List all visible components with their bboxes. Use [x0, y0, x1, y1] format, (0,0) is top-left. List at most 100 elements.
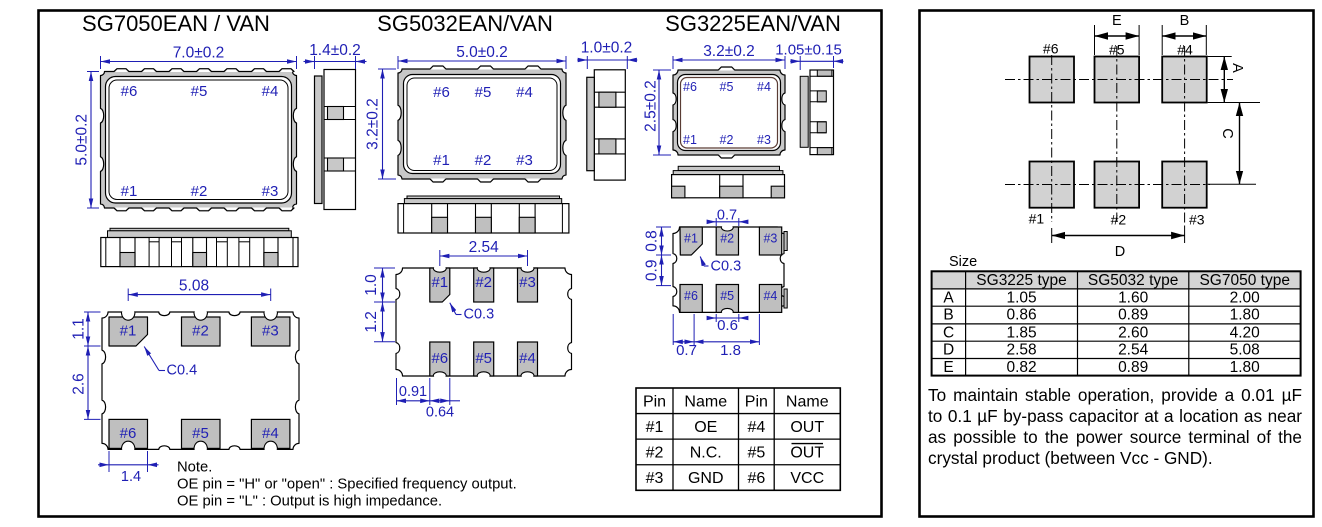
svg-text:#1: #1 — [683, 133, 697, 147]
svg-text:C: C — [1219, 128, 1235, 138]
svg-text:A: A — [1229, 63, 1245, 73]
svg-text:#2: #2 — [720, 133, 734, 147]
svg-text:Note.: Note. — [177, 460, 212, 476]
svg-text:#4: #4 — [262, 83, 279, 100]
svg-text:GND: GND — [688, 470, 724, 487]
svg-text:1.8: 1.8 — [720, 342, 741, 359]
svg-text:2.58: 2.58 — [1006, 342, 1036, 359]
svg-text:0.7: 0.7 — [676, 342, 697, 359]
svg-text:#5: #5 — [475, 350, 492, 367]
svg-text:OE: OE — [694, 419, 717, 436]
svg-text:#2: #2 — [1111, 212, 1127, 228]
svg-text:#6: #6 — [684, 289, 698, 303]
svg-text:#3: #3 — [262, 323, 279, 340]
svg-text:3.2±0.2: 3.2±0.2 — [365, 98, 382, 150]
svg-text:C: C — [943, 324, 954, 341]
svg-text:1.2: 1.2 — [363, 311, 380, 333]
svg-text:#6: #6 — [683, 80, 697, 94]
svg-text:#6: #6 — [120, 425, 137, 442]
svg-text:#2: #2 — [192, 323, 209, 340]
svg-text:Pin: Pin — [643, 393, 666, 410]
svg-text:#5: #5 — [475, 84, 492, 101]
svg-text:E: E — [1112, 13, 1122, 29]
svg-text:OE pin = "L" : Output is high: OE pin = "L" : Output is high impedance. — [177, 494, 442, 510]
svg-text:1.80: 1.80 — [1230, 359, 1261, 376]
svg-text:SG7050 type: SG7050 type — [1199, 272, 1289, 289]
svg-text:#3: #3 — [516, 152, 533, 169]
svg-text:#6: #6 — [121, 83, 138, 100]
svg-text:Size: Size — [949, 254, 977, 270]
svg-text:1.85: 1.85 — [1006, 324, 1036, 341]
svg-text:1.60: 1.60 — [1118, 289, 1149, 306]
svg-text:#4: #4 — [747, 419, 765, 436]
svg-text:#4: #4 — [516, 84, 533, 101]
svg-text:0.9: 0.9 — [644, 260, 661, 282]
svg-text:#4: #4 — [262, 425, 279, 442]
svg-text:B: B — [1180, 13, 1190, 29]
svg-text:#6: #6 — [1043, 41, 1059, 57]
svg-text:OE pin = "H" or "open" : Speci: OE pin = "H" or "open" : Specified frequ… — [177, 477, 517, 493]
svg-text:C0.3: C0.3 — [711, 259, 742, 275]
svg-text:SG3225 type: SG3225 type — [976, 272, 1066, 289]
svg-text:N.C.: N.C. — [690, 444, 722, 461]
svg-text:#5: #5 — [720, 289, 734, 303]
svg-text:#5: #5 — [191, 83, 208, 100]
svg-text:#3: #3 — [519, 274, 536, 291]
svg-text:#3: #3 — [646, 470, 664, 487]
svg-text:#1: #1 — [646, 419, 664, 436]
svg-text:SG3225EAN/VAN: SG3225EAN/VAN — [665, 11, 841, 36]
svg-text:Name: Name — [684, 393, 727, 410]
svg-text:5.08: 5.08 — [179, 278, 209, 295]
svg-text:7.0±0.2: 7.0±0.2 — [173, 45, 225, 62]
svg-text:4.20: 4.20 — [1230, 324, 1261, 341]
svg-text:#1: #1 — [1029, 211, 1045, 227]
svg-text:2.54: 2.54 — [469, 239, 500, 256]
svg-text:0.82: 0.82 — [1006, 359, 1036, 376]
svg-text:#2: #2 — [475, 274, 492, 291]
svg-text:#5: #5 — [747, 444, 765, 461]
svg-text:#2: #2 — [720, 232, 734, 246]
svg-text:5.08: 5.08 — [1230, 342, 1260, 359]
svg-text:#5: #5 — [720, 80, 734, 94]
svg-text:2.6: 2.6 — [71, 373, 88, 395]
svg-text:2.5±0.2: 2.5±0.2 — [643, 80, 660, 132]
svg-text:#2: #2 — [475, 152, 492, 169]
svg-text:#1: #1 — [121, 183, 138, 200]
svg-text:B: B — [943, 307, 953, 324]
svg-text:Name: Name — [786, 393, 829, 410]
svg-text:#4: #4 — [757, 80, 771, 94]
svg-text:1.0±0.2: 1.0±0.2 — [581, 40, 633, 57]
svg-text:E: E — [943, 359, 953, 376]
svg-text:0.7: 0.7 — [717, 207, 737, 223]
svg-text:Pin: Pin — [745, 393, 768, 410]
svg-text:C0.4: C0.4 — [167, 363, 198, 379]
svg-text:D: D — [1115, 244, 1125, 260]
svg-text:SG5032EAN/VAN: SG5032EAN/VAN — [377, 11, 553, 36]
svg-text:#5: #5 — [192, 425, 209, 442]
svg-text:#5: #5 — [1109, 42, 1125, 58]
svg-text:OUT: OUT — [790, 419, 824, 436]
svg-text:0.6: 0.6 — [717, 317, 738, 334]
svg-text:1.4: 1.4 — [121, 469, 141, 485]
svg-text:1.80: 1.80 — [1230, 307, 1261, 324]
svg-text:#3: #3 — [262, 183, 279, 200]
svg-text:SG5032 type: SG5032 type — [1088, 272, 1178, 289]
svg-text:5.0±0.2: 5.0±0.2 — [74, 114, 91, 166]
svg-text:2.60: 2.60 — [1118, 324, 1149, 341]
svg-text:1.05±0.15: 1.05±0.15 — [775, 42, 842, 59]
svg-text:2.54: 2.54 — [1118, 342, 1149, 359]
svg-text:1.1: 1.1 — [71, 318, 88, 340]
svg-text:#6: #6 — [431, 350, 448, 367]
svg-text:0.89: 0.89 — [1118, 307, 1148, 324]
svg-text:#6: #6 — [747, 470, 765, 487]
svg-text:#1: #1 — [433, 152, 450, 169]
svg-text:#2: #2 — [646, 444, 664, 461]
svg-text:#4: #4 — [1177, 42, 1193, 58]
svg-text:VCC: VCC — [790, 470, 824, 487]
svg-text:#3: #3 — [757, 133, 771, 147]
svg-text:#4: #4 — [763, 289, 777, 303]
svg-text:OUT: OUT — [790, 444, 824, 461]
svg-text:2.00: 2.00 — [1230, 289, 1261, 306]
svg-text:#2: #2 — [191, 183, 208, 200]
svg-text:0.64: 0.64 — [426, 405, 454, 421]
